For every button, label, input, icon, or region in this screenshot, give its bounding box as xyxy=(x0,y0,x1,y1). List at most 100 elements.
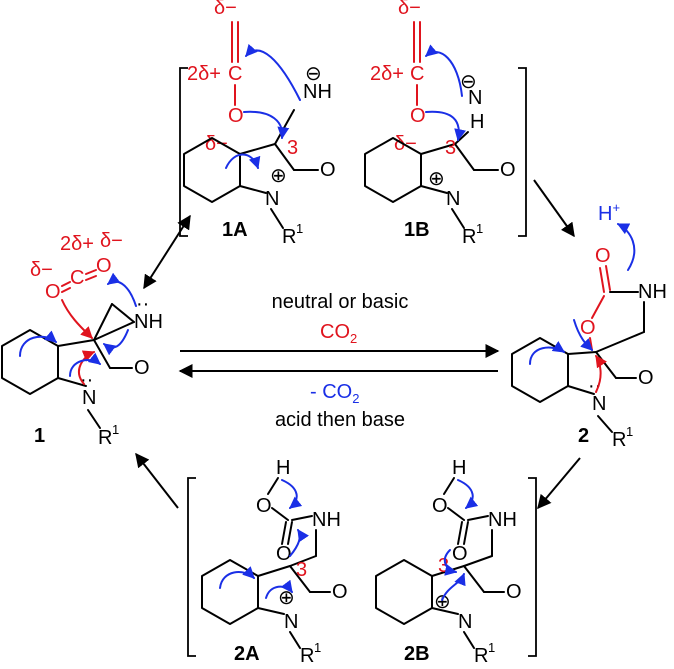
r-sup-1B: 1 xyxy=(476,221,483,236)
r-sup-1: 1 xyxy=(112,422,119,437)
oxygen-1A: O xyxy=(228,105,244,127)
benzene-ring-2 xyxy=(511,337,569,403)
label-1: 1 xyxy=(34,425,45,447)
n-2: N xyxy=(592,393,606,415)
co-bond-2A xyxy=(281,521,287,545)
bond-c3a-2 xyxy=(567,351,597,355)
push-arrow-o-1B xyxy=(425,110,466,142)
push-arrow-o-1A xyxy=(243,110,290,140)
bond-n-2 xyxy=(567,385,595,395)
ch2-bond-1B xyxy=(454,131,469,145)
arrow-1B-to-2 xyxy=(533,179,575,238)
compound-1: 2δ+ δ− δ− O C O O N ·· R 1 NH ·· xyxy=(1,230,163,449)
lone-pair-n-2: ·· xyxy=(588,375,601,397)
bracket-bottom-left xyxy=(187,477,196,657)
o-left-1: O xyxy=(45,281,61,303)
co2-1B: δ− C 2δ+ O δ− xyxy=(370,0,426,155)
bond-c3a-2A xyxy=(257,565,291,577)
carbonyl-o-1A: O xyxy=(320,159,336,181)
label-2: 2 xyxy=(578,425,589,447)
two-delta-plus-1: 2δ+ xyxy=(60,233,94,255)
arrow-2A-to-1 xyxy=(135,452,179,509)
carbonyl-o-1B: O xyxy=(500,159,516,181)
bond-n-2A xyxy=(257,607,285,615)
two-delta-plus-1B: 2δ+ xyxy=(370,63,404,85)
push-arrow-h-2A xyxy=(281,479,303,509)
o-right-1: O xyxy=(96,255,112,277)
intermediate-1B: δ− C 2δ+ O δ− ⊖ N H O N ⊕ R 1 3 xyxy=(364,0,516,248)
carbon-1: C xyxy=(70,267,84,289)
aziridine-bond-1-2 xyxy=(93,321,135,341)
r-2: R xyxy=(612,429,626,451)
c3-label-1A: 3 xyxy=(287,137,298,159)
r-2B: R xyxy=(474,645,488,667)
oh-bond-2B xyxy=(443,477,455,495)
bracket-bottom-right xyxy=(528,477,537,657)
benzene-ring-2A xyxy=(201,559,259,625)
push-arrow-o-2B xyxy=(443,549,458,576)
isatin-core-1A: O N ⊕ R 1 3 xyxy=(183,109,336,248)
co2-bond-left-1 xyxy=(61,281,71,287)
bond-c2-1B xyxy=(454,143,475,171)
push-arrow-nh-1 xyxy=(107,272,137,307)
reverse-reagent: - CO2 xyxy=(310,381,359,406)
two-delta-plus-1A: 2δ+ xyxy=(187,63,221,85)
cation-1A: ⊕ xyxy=(270,165,287,187)
c3-label-2B: 3 xyxy=(438,555,449,577)
lone-pair-nh-1: ·· xyxy=(136,293,149,315)
benzene-ring-2B xyxy=(375,559,433,625)
arrow-2-to-2B xyxy=(537,457,581,510)
n-r-bond-2B xyxy=(463,631,475,649)
aziridine-bond-1 xyxy=(93,303,113,341)
push-arrow-h-2B xyxy=(457,479,479,509)
r-sup-2B: 1 xyxy=(488,640,495,655)
push-arrow-ring-2A xyxy=(219,566,255,589)
carbonyl-o-red-2: O xyxy=(595,245,611,267)
carbon-1A: C xyxy=(228,63,242,85)
red-co-bond-2-2 xyxy=(605,265,611,291)
r-sup-1A: 1 xyxy=(296,221,303,236)
aziridine-bond-1-3 xyxy=(111,303,135,323)
compound-2: H+ O NH O O N ·· R 1 2 xyxy=(511,200,667,451)
co2-1A: δ− C 2δ+ O δ− xyxy=(187,0,244,155)
r-sup-2A: 1 xyxy=(314,640,321,655)
co2-bond-right-1-2 xyxy=(85,275,97,281)
ring-o-2: O xyxy=(580,317,596,339)
label-2B: 2B xyxy=(404,643,430,665)
push-arrow-h-2 xyxy=(616,223,636,271)
anion-1A: ⊖ xyxy=(305,63,322,85)
c-n-bond-2B xyxy=(467,515,489,521)
cation-2B: ⊕ xyxy=(434,591,451,613)
bond-n-1 xyxy=(57,377,87,387)
n-1B: N xyxy=(468,87,482,109)
push-arrow-n-1 xyxy=(69,352,101,377)
push-arrow-ring-1A xyxy=(225,153,261,170)
n-r-bond-2 xyxy=(597,415,613,433)
red-arrow-2 xyxy=(595,355,607,393)
bracket-top-right xyxy=(518,67,527,237)
n-ring-1B: N xyxy=(446,188,460,210)
bond-c2-1A xyxy=(274,143,295,171)
r-1: R xyxy=(98,427,112,449)
delta-minus-left-1: δ− xyxy=(30,259,53,281)
carbon-1B: C xyxy=(410,63,424,85)
lone-pair-n-1: ·· xyxy=(80,369,93,391)
ch2-c3-2A xyxy=(289,555,317,567)
oh-o-2A: O xyxy=(256,495,272,517)
co-bond-2B-2 xyxy=(463,521,469,545)
forward-reagent: CO2 xyxy=(320,321,357,346)
h-2B: H xyxy=(452,457,466,479)
push-arrow-ring-2 xyxy=(529,341,565,365)
carbonyl-o-2: O xyxy=(638,367,654,389)
c3-label-1B: 3 xyxy=(445,137,456,159)
co2-1: 2δ+ δ− δ− O C O xyxy=(30,230,123,303)
intermediate-2B: H O O NH O N ⊕ R 1 3 2B xyxy=(375,457,522,667)
n-r-bond-1 xyxy=(87,409,101,429)
co-bond-2A-2 xyxy=(287,521,293,545)
delta-minus-top-1A: δ− xyxy=(214,0,237,19)
equilibrium: neutral or basic CO2 - CO2 acid then bas… xyxy=(178,291,500,431)
co2-bond-right-1 xyxy=(85,269,97,275)
o-c-bond-2B xyxy=(447,507,465,521)
co2-bond-left-1-2 xyxy=(61,287,71,293)
bond-c2-2B xyxy=(463,565,485,593)
